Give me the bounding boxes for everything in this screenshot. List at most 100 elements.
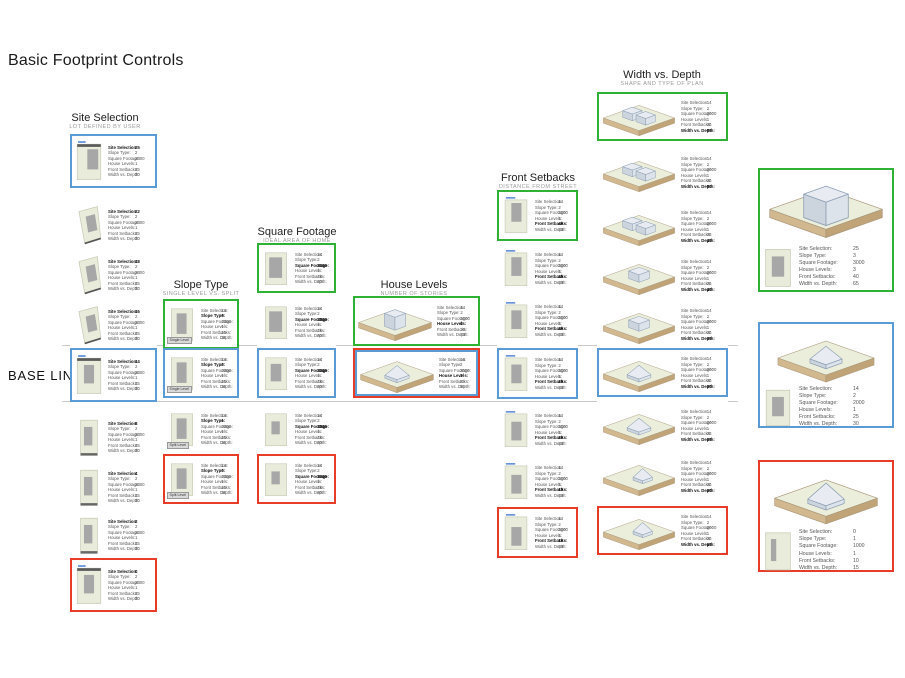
parameter-value: 1 [135,585,138,590]
parameter-list: Site Selection: 14 Slope Type: 2 Square … [799,386,889,428]
parameter-row: Square Footage: 2000 [201,474,235,480]
parameter-list: Site Selection: 0 Slope Type: 2 Square F… [108,569,153,602]
parameter-row: Front Setbacks: 25 [295,435,332,441]
parameter-label: House Levels: [108,161,136,166]
double-plan-house-3d [603,161,675,192]
parameter-label: Slope Type: [535,470,558,476]
parameter-value: 2000 [460,315,470,321]
parameter-value: 2 [558,470,561,476]
option-card-front-setbacks-2: Site Selection: 14 Slope Type: 2 Square … [497,295,578,346]
parameter-value: 30 [135,498,140,503]
parameter-label: Site Selection: [108,470,138,476]
option-card-site-selection-5: Site Selection: 8 Slope Type: 2 Square F… [70,410,157,464]
parameter-row: Square Footage: 2000 [681,471,724,477]
parameter-row: Square Footage: 2500 [295,317,332,323]
split-level-house-3d [360,361,434,393]
two-story-house-3d [358,309,432,341]
card-graphic [74,466,104,508]
parameter-value: 14 [558,199,564,204]
parameter-value: 1 [221,479,224,484]
setback-lot-plan [504,355,528,391]
parameter-value: 14 [135,358,140,364]
parameter-row: Width vs. Depth: 30 [295,333,332,339]
parameter-row: Slope Type: 2 [108,426,153,432]
parameter-label: Square Footage: [108,529,141,535]
card-graphic [261,249,291,287]
parameter-row: House Levels: 1 [681,426,724,432]
single-plan-house-3d [603,313,675,344]
option-card-front-setbacks-6: Site Selection: 14 Slope Type: 2 Square … [497,507,578,558]
parameter-label: Slope Type: [681,215,704,221]
parameter-row: Width vs. Depth: 20 [681,488,724,494]
parameter-value: 30 [135,546,140,551]
parameter-row: Square Footage: 2000 [681,525,724,531]
parameter-value: 14 [221,412,227,418]
parameter-value: 1 [706,372,710,378]
parameter-label: Square Footage: [681,367,714,372]
parameter-label: Slope Type: [681,105,704,111]
parameter-row: Site Selection: 14 [681,356,724,362]
parameter-label: Width vs. Depth: [681,436,715,442]
parameter-label: Site Selection: [108,258,138,264]
option-card-house-levels-1: Site Selection: 14 Slope Type: 2 Square … [353,348,480,398]
parameter-value: 2000 [706,367,717,372]
parameter-value: 1 [853,536,856,543]
parameter-label: Width vs. Depth: [799,281,838,288]
parameter-row: Site Selection: 14 [681,259,724,265]
parameter-row: Width vs. Depth: 30 [201,490,235,496]
parameter-value: 25 [706,536,712,541]
option-card-site-selection-4: Site Selection: 14 Slope Type: 2 Square … [70,348,157,402]
parameter-label: Slope Type: [681,313,704,319]
parameter-value: 18 [135,258,140,264]
parameter-label: Square Footage: [535,527,568,532]
parameter-label: Site Selection: [799,245,833,252]
card-graphic [501,462,531,501]
parameter-row: Site Selection: 14 [535,199,574,205]
parameter-list: Site Selection: 14 Slope Type: 2 Square … [535,199,574,232]
parameter-label: Width vs. Depth: [535,440,567,446]
card-graphic [601,254,677,297]
parameter-row: Square Footage: 2000 [108,432,153,438]
parameter-row: House Levels: 1 [681,325,724,331]
parameter-label: Front Setbacks: [201,434,232,440]
parameter-value: 1 [558,320,561,326]
parameter-label: Square Footage: [295,473,329,479]
option-card-front-setbacks-3: Site Selection: 14 Slope Type: 2 Square … [497,348,578,399]
parameter-value: 2000 [706,319,717,324]
parameter-row: Front Setbacks: 15 [535,487,574,493]
parameter-label: Slope Type: [295,257,318,262]
parameter-row: Slope Type: 2 [681,216,724,222]
parameter-value: 2000 [706,167,717,172]
parameter-value: 2000 [706,471,717,476]
parameter-row: Site Selection: 14 [535,304,574,310]
parameter-row: Site Selection: 14 [201,463,235,469]
parameter-label: Front Setbacks: [535,221,568,226]
parameter-row: Width vs. Depth: 30 [108,546,153,552]
parameter-label: Front Setbacks: [681,431,712,436]
parameter-list: Site Selection: 22 Slope Type: 2 Square … [108,209,153,242]
parameter-list: Site Selection: 14 Slope Type: 2 Square … [681,210,724,243]
parameter-value: 30 [317,490,322,495]
parameter-value: 1 [558,373,561,379]
slope-level-tag: Single Level [167,385,192,393]
parameter-row: Width vs. Depth: 30 [535,385,574,391]
parameter-value: 25 [706,482,712,487]
parameter-row: Slope Type: 2 [201,362,235,368]
parameter-label: Width vs. Depth: [201,490,233,495]
parameter-label: House Levels: [681,324,709,330]
option-card-front-setbacks-1: Site Selection: 14 Slope Type: 2 Square … [497,243,578,294]
parameter-row: Front Setbacks: 25 [108,381,153,387]
parameter-row: Slope Type: 3 [201,313,235,319]
parameter-value: 2000 [135,529,145,535]
parameter-row: Width vs. Depth: 15 [799,565,889,572]
parameter-value: 2000 [135,269,145,275]
parameter-row: Square Footage: 2000 [437,316,476,322]
parameter-label: House Levels: [201,429,229,434]
parameter-row: Front Setbacks: 25 [108,591,153,597]
summary-card-green: Site Selection: 25 Slope Type: 3 Square … [758,168,894,292]
parameter-list: Site Selection: 18 Slope Type: 2 Square … [108,259,153,292]
column-header-slope-type: Slope Type SINGLE LEVEL VS. SPLIT [163,279,240,298]
summary-graphic [764,465,888,527]
option-card-site-selection-3: Site Selection: 16 Slope Type: 2 Square … [70,298,157,352]
parameter-value: 25 [135,442,140,448]
